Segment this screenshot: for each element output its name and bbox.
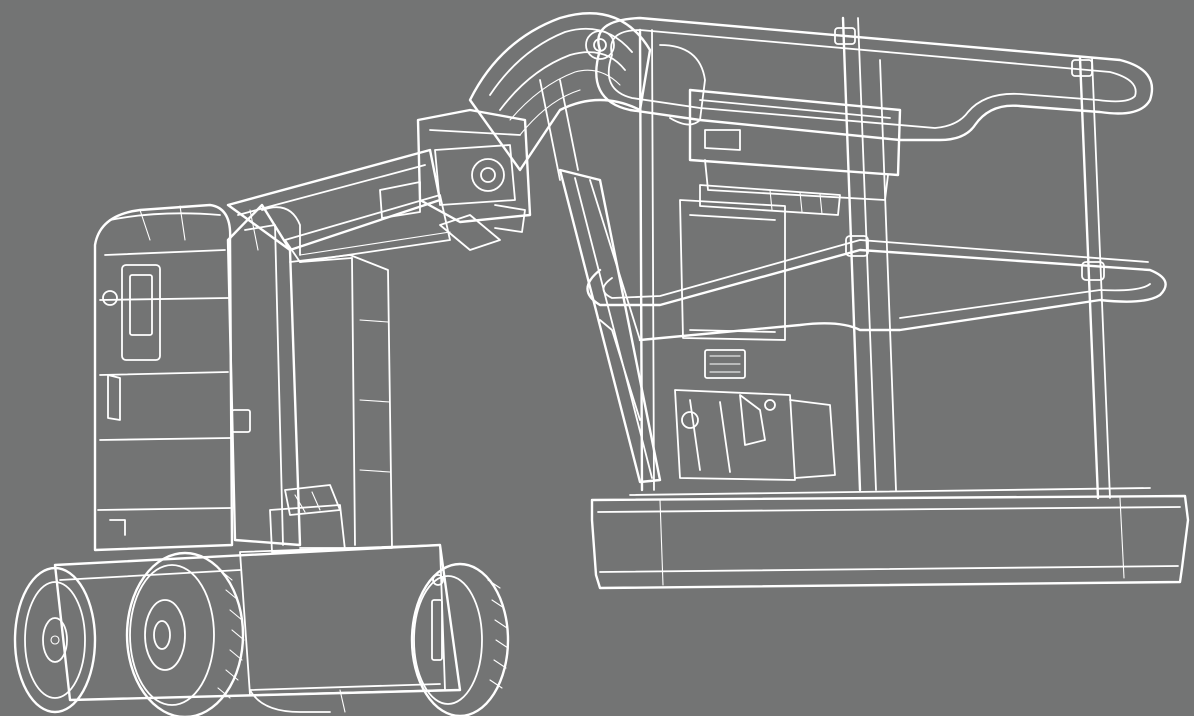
mast-cylinder <box>249 206 301 256</box>
front-left-wheel <box>13 566 97 714</box>
mast-tower <box>226 203 393 549</box>
rear-left-wheel <box>249 689 346 713</box>
jib-cylinder-cluster <box>468 12 706 181</box>
front-center-wheel <box>125 551 245 716</box>
platform-guardrail <box>586 16 1167 500</box>
work-platform <box>590 487 1190 590</box>
platform-control-box <box>679 88 902 379</box>
boom-head-bracket <box>416 108 532 251</box>
turntable-counterweight <box>93 203 234 552</box>
chassis-frame <box>53 484 462 702</box>
jib-arm <box>558 168 662 484</box>
platform-rotator <box>674 389 836 481</box>
rear-right-wheel <box>410 562 510 716</box>
